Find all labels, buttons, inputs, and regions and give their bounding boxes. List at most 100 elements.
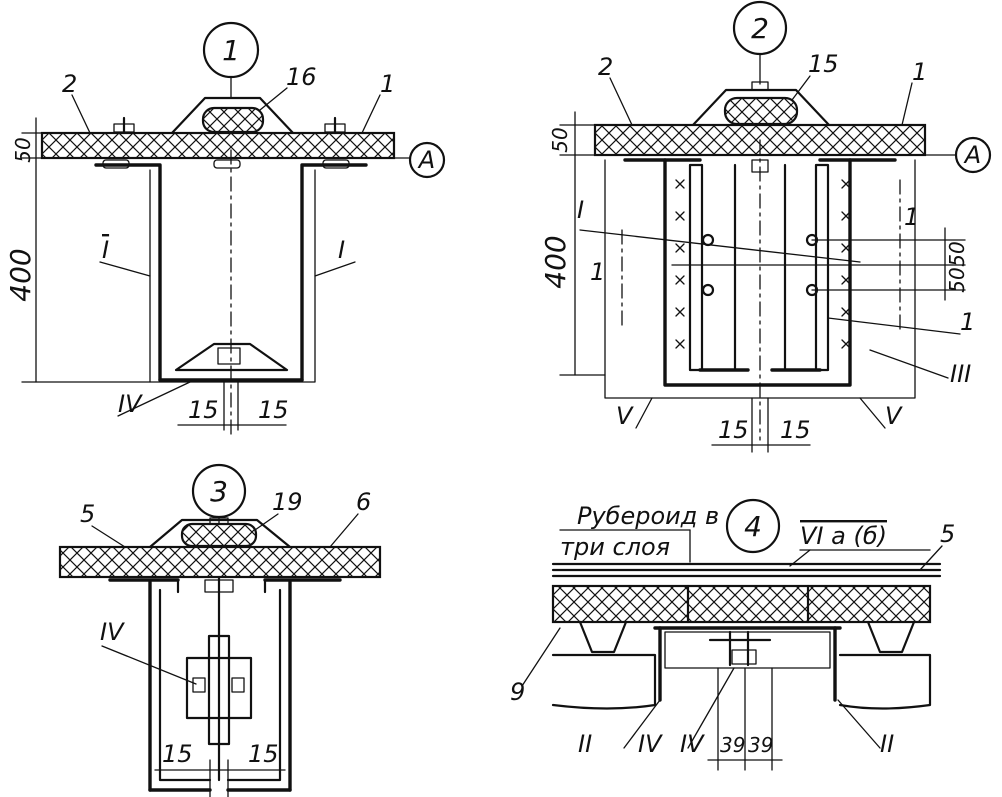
detail-4-gap-left: 39	[720, 733, 745, 757]
detail-2-axis-label: A	[963, 141, 981, 169]
detail-2-rivet	[701, 233, 715, 247]
detail-2-welds	[675, 179, 851, 349]
detail-3-bolt	[192, 677, 206, 693]
detail-1-callout-right: 1	[380, 70, 395, 98]
detail-2-gasket	[723, 96, 799, 126]
detail-2-section-bottom-right: V	[885, 402, 903, 430]
detail-2-plate-left	[688, 163, 704, 372]
detail-2-callout-right-leader	[901, 82, 913, 126]
detail-3-bolt	[231, 677, 245, 693]
detail-2-section-right-1: 1	[960, 308, 975, 336]
detail-1-bolt-left	[113, 116, 135, 135]
detail-3-callout-left-leader	[91, 525, 126, 548]
detail-4-section-bottom-left: II	[578, 730, 592, 758]
detail-1-slab	[40, 131, 396, 160]
detail-1-gasket	[201, 106, 265, 134]
detail-3-gap-left: 15	[162, 740, 193, 768]
detail-2-gap-right: 15	[780, 416, 811, 444]
detail-2-channel	[663, 158, 852, 387]
detail-1-callout-gasket: 16	[286, 63, 317, 91]
detail-1-callout-left: 2	[62, 70, 77, 98]
detail-4-section-top: VI a (б)	[800, 522, 887, 550]
detail-3-nut	[204, 579, 234, 593]
detail-3-callout-right: 6	[356, 488, 371, 516]
detail-1-callout-gasket-leader	[259, 87, 288, 111]
detail-4-section-bottom-mid1: IV	[638, 730, 663, 758]
detail-1-callout-right-leader	[361, 94, 381, 134]
detail-2-section-right-1-leader	[827, 317, 961, 335]
detail-1-callout-left-leader	[71, 94, 91, 134]
detail-4-callout-left-leader	[521, 627, 561, 687]
detail-2-side-left: 1	[590, 258, 605, 286]
detail-4-callout-left: 9	[510, 678, 525, 706]
detail-2-dim-thickness: 50	[548, 127, 572, 152]
detail-3-splice	[185, 656, 253, 720]
detail-2-dim-spacing-2: 50	[945, 267, 969, 292]
detail-2-section-bottom-right-leader	[859, 397, 886, 429]
detail-3-channel-walls	[148, 580, 292, 792]
detail-2-section-right-2-leader	[869, 349, 949, 379]
detail-2-rivet	[701, 283, 715, 297]
detail-2-section-top-left: I	[577, 196, 584, 224]
detail-4-section-leader	[687, 667, 735, 749]
detail-3-callout-gasket: 19	[272, 488, 303, 516]
detail-2-callout-right: 1	[912, 58, 927, 86]
detail-3-gasket-cover	[148, 518, 292, 549]
detail-1-marker: 1	[222, 34, 240, 67]
detail-2-section-bottom-left-leader	[635, 397, 653, 429]
detail-3-gap-right: 15	[248, 740, 279, 768]
detail-4-section-bottom-mid2: IV	[680, 730, 705, 758]
detail-2-callout-gasket-leader	[791, 75, 811, 101]
detail-3-callout-right-leader	[329, 513, 359, 548]
detail-2-section-right-2: III	[950, 360, 971, 388]
detail-1-bolt-right	[324, 116, 346, 135]
detail-1: 1 A	[4, 21, 446, 436]
detail-1-section-left-leader	[99, 261, 151, 277]
detail-1-section-left: I	[102, 236, 109, 264]
detail-3: 3 5 19 6 IV 15 15	[58, 463, 382, 797]
detail-1-gap-right: 15	[258, 396, 289, 424]
detail-4-slab	[551, 584, 932, 624]
detail-2-gasket-cover	[691, 88, 831, 127]
detail-3-plate	[207, 634, 231, 746]
detail-2-outer-outline	[604, 159, 916, 399]
detail-4-bolt	[731, 649, 757, 665]
detail-3-marker: 3	[210, 475, 228, 508]
detail-3-section-left: IV	[100, 618, 125, 646]
detail-2-callout-left: 2	[598, 53, 613, 81]
detail-4-marker: 4	[744, 510, 762, 543]
detail-1-nut-2	[213, 159, 241, 169]
detail-4-beam-left	[551, 653, 657, 710]
detail-1-gasket-cover	[170, 96, 295, 135]
detail-4-gap-right: 39	[748, 733, 773, 757]
detail-4-note-line1: Рубероид в	[577, 502, 719, 530]
detail-2-axis-circle	[954, 136, 992, 174]
detail-3-flange-tips	[176, 578, 267, 594]
detail-4-callout-right: 5	[940, 520, 955, 548]
detail-3-gasket	[180, 522, 258, 548]
detail-1-axis-circle	[408, 141, 446, 179]
detail-1-lower-fitting	[174, 342, 289, 372]
detail-1-gap-left: 15	[188, 396, 219, 424]
detail-3-slab	[58, 545, 382, 579]
detail-3-callout-left: 5	[80, 500, 95, 528]
detail-1-lower-bolt	[217, 347, 241, 365]
detail-4: 4 Рубероид в три слоя VI a (б) 5 9	[510, 498, 955, 771]
detail-2-plate-right	[814, 163, 830, 372]
detail-4-section-leader	[837, 699, 881, 749]
detail-4-callout-right-leader	[919, 545, 943, 571]
detail-2-side-right: 1	[904, 203, 919, 231]
detail-4-beam-right	[838, 653, 932, 710]
detail-4-marker-circle	[725, 498, 781, 554]
detail-2-callout-gasket: 15	[808, 50, 839, 78]
detail-1-section-right-leader	[314, 261, 356, 277]
detail-3-channel-inner	[158, 588, 282, 782]
detail-4-pad-left	[578, 620, 628, 654]
detail-1-section-bottom-leader	[117, 381, 191, 417]
detail-4-channel-walls	[658, 626, 837, 702]
detail-4-web	[728, 630, 750, 667]
detail-1-channel-inner	[149, 169, 316, 383]
detail-2-section-line	[579, 229, 861, 263]
detail-2-section-bottom-left: V	[616, 402, 634, 430]
